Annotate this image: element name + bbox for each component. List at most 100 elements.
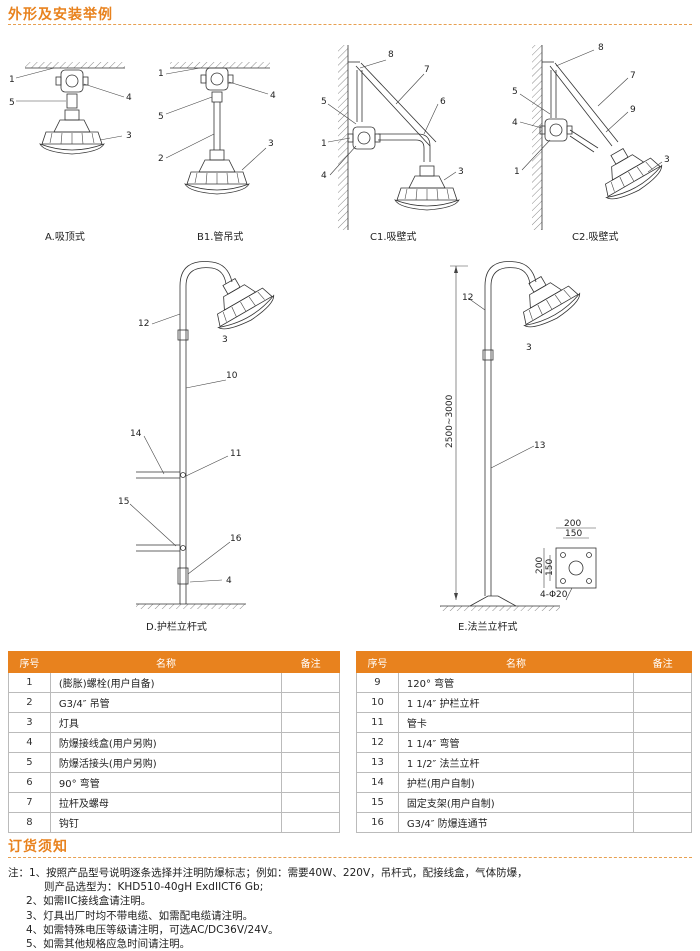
callout-15: 15: [118, 497, 129, 507]
header-remark: 备注: [281, 651, 340, 673]
callout-1: 1: [514, 167, 520, 177]
row-no: 1: [8, 672, 51, 693]
row-remark: [633, 692, 692, 713]
row-remark: [281, 672, 340, 693]
row-no: 6: [8, 772, 51, 793]
callout-8: 8: [598, 43, 604, 53]
row-name: 护栏(用户自制): [397, 772, 635, 793]
row-remark: [281, 732, 340, 753]
section-divider: [8, 24, 692, 25]
callout-10: 10: [226, 371, 238, 381]
row-no: 13: [356, 752, 399, 773]
callout-2: 2: [158, 154, 164, 164]
order-notes: 注：1、按照产品型号说明逐条选择并注明防爆标志；例如：需要40W、220V，吊杆…: [8, 866, 698, 951]
row-no: 10: [356, 692, 399, 713]
row-remark: [633, 792, 692, 813]
dimension-height: 2500~3000: [445, 394, 455, 448]
dimension-flange-w1: 200: [564, 519, 581, 529]
callout-11: 11: [230, 449, 241, 459]
row-name: 拉杆及螺母: [49, 792, 283, 813]
callout-3: 3: [222, 335, 228, 345]
row-remark: [633, 752, 692, 773]
table-header-row: 序号 名称 备注: [8, 651, 340, 673]
row-no: 2: [8, 692, 51, 713]
row-remark: [633, 812, 692, 833]
note-line: 4、如需特殊电压等级请注明，可选AC/DC36V/24V。: [26, 923, 279, 936]
row-remark: [281, 812, 340, 833]
note-line: 2、如需IIC接线盒请注明。: [26, 895, 152, 908]
callout-4: 4: [321, 171, 327, 181]
caption-b1: B1.管吊式: [197, 230, 243, 243]
row-name: G3/4″ 吊管: [49, 692, 283, 713]
header-remark: 备注: [633, 651, 692, 673]
diagram-ceiling-mount: [15, 62, 125, 155]
diagram-wall-mount-c1: [327, 45, 460, 230]
order-section-title: 订货须知: [8, 839, 68, 855]
install-section-title: 外形及安装举例: [8, 7, 113, 23]
callout-7: 7: [424, 65, 430, 75]
callout-4: 4: [126, 93, 132, 103]
row-no: 5: [8, 752, 51, 773]
installation-drawings: 1 5 4 3 A.吸顶式 1 5 4 2 3 B1.管吊式: [9, 43, 670, 633]
callout-9: 9: [630, 105, 636, 115]
row-name: 固定支架(用户自制): [397, 792, 635, 813]
row-no: 4: [8, 732, 51, 753]
header-no: 序号: [8, 651, 51, 673]
row-name: G3/4″ 防爆连通节: [397, 812, 635, 833]
callout-5: 5: [9, 98, 15, 108]
row-remark: [633, 732, 692, 753]
callout-3: 3: [526, 343, 532, 353]
row-name: 灯具: [49, 712, 283, 733]
row-name: 1 1/2″ 法兰立杆: [397, 752, 635, 773]
callout-1: 1: [321, 139, 327, 149]
row-remark: [281, 692, 340, 713]
callout-6: 6: [440, 97, 446, 107]
row-name: 120° 弯管: [397, 672, 635, 693]
callout-12: 12: [462, 293, 473, 303]
callout-5: 5: [512, 87, 518, 97]
row-remark: [633, 672, 692, 693]
diagram-guardrail-pole: [129, 261, 280, 609]
row-remark: [633, 772, 692, 793]
row-remark: [281, 752, 340, 773]
callout-5: 5: [321, 97, 327, 107]
callout-3: 3: [458, 167, 464, 177]
header-name: 名称: [49, 651, 283, 673]
callout-13: 13: [534, 441, 545, 451]
callout-3: 3: [126, 131, 132, 141]
dimension-holes: 4-Φ20: [540, 590, 568, 600]
header-name: 名称: [397, 651, 635, 673]
callout-14: 14: [130, 429, 142, 439]
caption-e: E.法兰立杆式: [458, 620, 518, 633]
table-header-row: 序号 名称 备注: [356, 651, 692, 673]
row-no: 15: [356, 792, 399, 813]
callout-8: 8: [388, 50, 394, 60]
diagram-wall-mount-c2: [519, 45, 668, 230]
dimension-flange-h1: 200: [535, 557, 545, 574]
section-divider: [8, 857, 692, 858]
row-no: 3: [8, 712, 51, 733]
dimension-flange-h2: 150: [545, 559, 555, 576]
header-no: 序号: [356, 651, 399, 673]
callout-4: 4: [226, 576, 232, 586]
caption-c2: C2.吸壁式: [572, 230, 619, 243]
callout-3: 3: [268, 139, 274, 149]
callout-4: 4: [270, 91, 276, 101]
row-name: 防爆接线盒(用户另购): [49, 732, 283, 753]
row-name: 钩钉: [49, 812, 283, 833]
row-remark: [281, 792, 340, 813]
callout-4: 4: [512, 118, 518, 128]
row-no: 8: [8, 812, 51, 833]
callout-1: 1: [158, 69, 164, 79]
callout-3: 3: [664, 155, 670, 165]
